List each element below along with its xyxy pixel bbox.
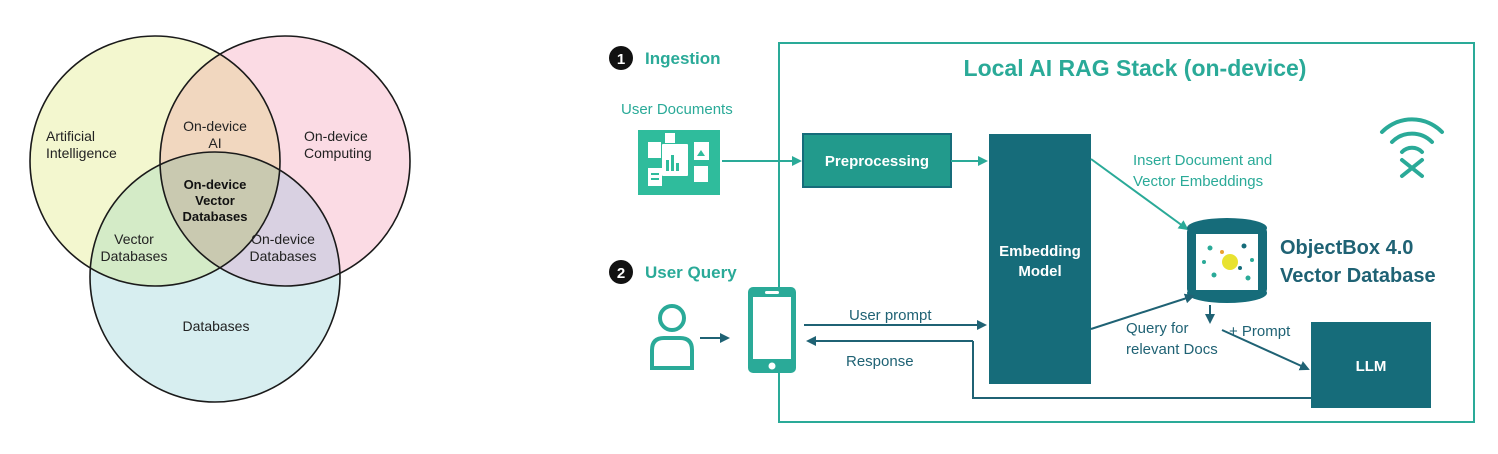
step1-badge bbox=[609, 46, 633, 70]
llm-label: LLM bbox=[1356, 358, 1387, 375]
stack-frame bbox=[778, 42, 1475, 423]
insert-embeddings-arrow bbox=[1090, 158, 1189, 231]
embedding-label-1: Embedding bbox=[999, 243, 1081, 260]
llm-box bbox=[1311, 322, 1431, 408]
venn-label-vdb-1: Vector bbox=[114, 231, 154, 247]
embedding-label-2: Model bbox=[1018, 263, 1061, 280]
venn-label-center-1: On-device bbox=[184, 177, 247, 192]
venn-label-odai-1: On-device bbox=[183, 118, 247, 134]
wifi-off-icon bbox=[1380, 117, 1444, 178]
user-prompt-label: User prompt bbox=[849, 307, 932, 324]
venn-label-odc-2: Computing bbox=[304, 145, 372, 161]
venn-label-vdb-2: Databases bbox=[101, 248, 168, 264]
step2-label: User Query bbox=[645, 263, 737, 282]
venn-label-center-2: Vector bbox=[195, 193, 235, 208]
db-to-llm-arrow bbox=[1221, 329, 1310, 371]
response-label: Response bbox=[846, 353, 914, 370]
step1-label: Ingestion bbox=[645, 49, 721, 68]
venn-label-databases: Databases bbox=[183, 318, 250, 334]
vector-database-icon bbox=[1187, 218, 1267, 303]
venn-diagram: Artificial Intelligence On-device Comput… bbox=[29, 35, 411, 403]
user-icon bbox=[650, 304, 694, 370]
venn-label-oddb-2: Databases bbox=[250, 248, 317, 264]
user-documents-label: User Documents bbox=[621, 101, 733, 118]
query-label-1: Query for bbox=[1126, 320, 1189, 337]
venn-label-center-3: Databases bbox=[182, 209, 247, 224]
embedding-model-box bbox=[989, 134, 1091, 384]
step2-number: 2 bbox=[617, 265, 625, 282]
query-docs-arrow bbox=[1090, 293, 1195, 330]
venn-label-oddb-1: On-device bbox=[251, 231, 315, 247]
insert-label-1: Insert Document and bbox=[1133, 152, 1272, 169]
stack-title: Local AI RAG Stack (on-device) bbox=[964, 55, 1307, 81]
phone-icon bbox=[748, 287, 796, 373]
step1-number: 1 bbox=[617, 51, 625, 68]
insert-label-2: Vector Embeddings bbox=[1133, 173, 1263, 190]
query-label-2: relevant Docs bbox=[1126, 341, 1218, 358]
plus-prompt-label: + Prompt bbox=[1229, 323, 1291, 340]
documents-icon bbox=[638, 130, 720, 195]
venn-label-odai-2: AI bbox=[208, 135, 221, 151]
preprocessing-box bbox=[802, 133, 952, 188]
database-label-2: Vector Database bbox=[1280, 265, 1436, 287]
rag-diagram: Local AI RAG Stack (on-device) 1 Ingesti… bbox=[609, 42, 1475, 423]
venn-label-ai-1: Artificial bbox=[46, 128, 95, 144]
step2-badge bbox=[609, 260, 633, 284]
venn-label-ai-2: Intelligence bbox=[46, 145, 117, 161]
preprocessing-label: Preprocessing bbox=[825, 153, 929, 170]
venn-label-odc-1: On-device bbox=[304, 128, 368, 144]
response-path-line bbox=[972, 341, 1311, 399]
database-label-1: ObjectBox 4.0 bbox=[1280, 237, 1413, 259]
